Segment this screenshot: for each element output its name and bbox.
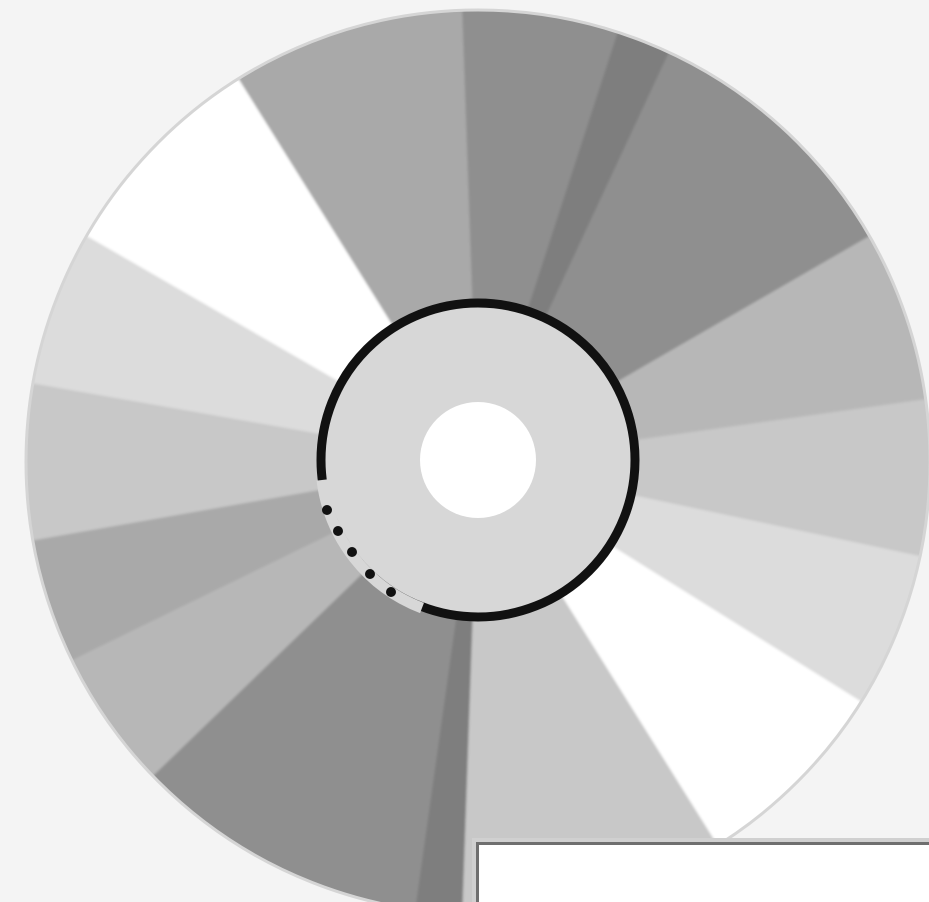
ring-dash-1 [322,505,332,515]
ring-dash-4 [365,569,375,579]
ring-dash-3 [347,547,357,557]
label-box [476,842,929,902]
ring-dash-5 [386,587,396,597]
disc-center-hole [420,402,536,518]
ring-dash-2 [333,526,343,536]
